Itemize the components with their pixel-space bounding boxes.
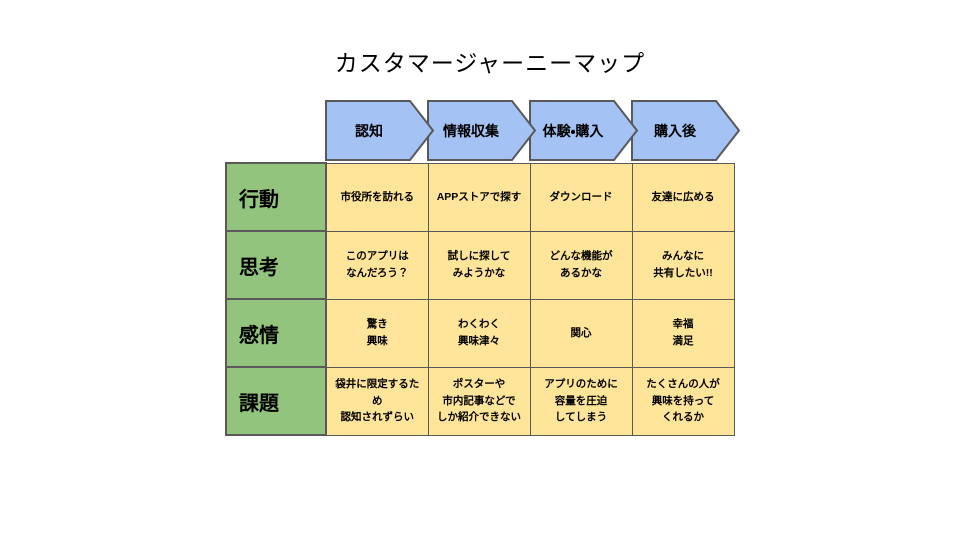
right-arrow-shape — [529, 100, 639, 161]
journey-map-table: 行動 市役所を訪れる APPストアで探す ダウンロード 友達に広める 思考 この… — [225, 162, 735, 436]
right-arrow-shape — [325, 100, 435, 161]
cell-issues-research: ポスターや 市内記事などで しか紹介できない — [427, 366, 531, 436]
page-title: カスタマージャーニーマップ — [334, 50, 646, 76]
cell-emotion-purchase: 関心 — [529, 298, 633, 368]
cell-thinking-postpurchase: みんなに 共有したい!! — [631, 230, 735, 300]
stage-arrow-4: 購入後 — [631, 100, 741, 161]
cell-action-purchase: ダウンロード — [529, 162, 633, 232]
cell-emotion-awareness: 驚き 興味 — [325, 298, 429, 368]
cell-thinking-awareness: このアプリは なんだろう？ — [325, 230, 429, 300]
cell-issues-purchase: アプリのために 容量を圧迫 してしまう — [529, 366, 633, 436]
cell-issues-postpurchase: たくさんの人が 興味を持って くれるか — [631, 366, 735, 436]
stage-label: 認知 — [355, 122, 383, 139]
stage-arrow-1: 認知 — [325, 100, 435, 161]
cell-emotion-postpurchase: 幸福 満足 — [631, 298, 735, 368]
cell-emotion-research: わくわく 興味津々 — [427, 298, 531, 368]
stage-arrow-3: 体験・購入 — [529, 100, 639, 161]
cell-thinking-research: 試しに探して みようかな — [427, 230, 531, 300]
cell-action-research: APPストアで探す — [427, 162, 531, 232]
cell-action-awareness: 市役所を訪れる — [325, 162, 429, 232]
stage-label: 体験・購入 — [542, 122, 604, 139]
row-label-emotion: 感情 — [225, 298, 327, 368]
cell-issues-awareness: 袋井に限定するため 認知されずらい — [325, 366, 429, 436]
table-row-action: 行動 市役所を訪れる APPストアで探す ダウンロード 友達に広める — [225, 162, 735, 232]
row-label-thinking: 思考 — [225, 230, 327, 300]
cell-thinking-purchase: どんな機能が あるかな — [529, 230, 633, 300]
table-row-emotion: 感情 驚き 興味 わくわく 興味津々 関心 幸福 満足 — [225, 298, 735, 368]
row-label-action: 行動 — [225, 162, 327, 232]
row-label-issues: 課題 — [225, 366, 327, 436]
right-arrow-shape — [631, 100, 741, 161]
table-row-issues: 課題 袋井に限定するため 認知されずらい ポスターや 市内記事などで しか紹介で… — [225, 366, 735, 436]
table-row-thinking: 思考 このアプリは なんだろう？ 試しに探して みようかな どんな機能が あるか… — [225, 230, 735, 300]
stage-label: 情報収集 — [443, 122, 499, 139]
stage-arrow-2: 情報収集 — [427, 100, 537, 161]
stage-label: 購入後 — [654, 122, 696, 139]
right-arrow-shape — [427, 100, 537, 161]
cell-action-postpurchase: 友達に広める — [631, 162, 735, 232]
